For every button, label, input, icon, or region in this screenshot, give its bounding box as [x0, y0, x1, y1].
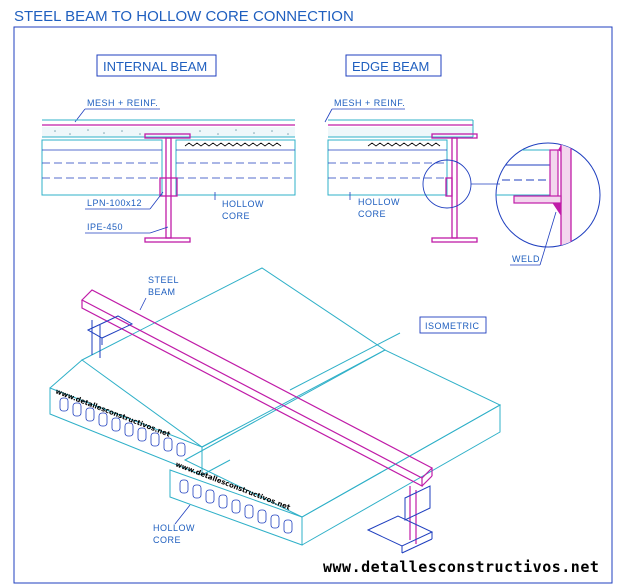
watermark-2: www.detallesconstructivos.net: [174, 460, 292, 512]
weld-label: WELD: [512, 254, 540, 264]
hollow-core-label-iso-2: CORE: [153, 535, 181, 545]
hollow-core-label-iso-1: HOLLOW: [153, 523, 195, 533]
steel-beam-label-1: STEEL: [148, 275, 179, 285]
internal-beam-section: INTERNAL BEAM MESH + REINF.: [41, 54, 296, 243]
hollow-core-label-internal-1: HOLLOW: [222, 199, 264, 209]
internal-beam-label-box: [96, 54, 217, 77]
ipe-label: IPE-450: [87, 222, 123, 232]
hollow-core-label-internal-2: CORE: [222, 211, 250, 221]
isometric-label: ISOMETRIC: [425, 321, 480, 331]
mesh-reinf-label-edge: MESH + REINF.: [334, 98, 405, 108]
edge-beam-label: EDGE BEAM: [352, 59, 429, 74]
drawing-title: STEEL BEAM TO HOLLOW CORE CONNECTION: [14, 8, 354, 25]
isometric-view: www.detallesconstructivos.net www.detall…: [49, 267, 502, 554]
mesh-reinf-label-internal: MESH + REINF.: [87, 98, 158, 108]
hollow-core-label-edge-2: CORE: [358, 209, 386, 219]
lpn-label: LPN-100x12: [87, 198, 142, 208]
internal-beam-label: INTERNAL BEAM: [103, 59, 207, 74]
steel-beam-label-2: BEAM: [148, 287, 176, 297]
isometric-label-box: [419, 316, 487, 334]
edge-beam-section: EDGE BEAM MESH + REINF. HOLLOW CORE: [324, 54, 500, 243]
footer-url[interactable]: www.detallesconstructivos.net: [323, 558, 599, 576]
watermark-1: www.detallesconstructivos.net: [54, 387, 172, 439]
drawing-frame: [13, 26, 613, 584]
hollow-core-label-edge-1: HOLLOW: [358, 197, 400, 207]
edge-beam-label-box: [345, 54, 442, 77]
weld-detail: WELD: [495, 142, 601, 266]
